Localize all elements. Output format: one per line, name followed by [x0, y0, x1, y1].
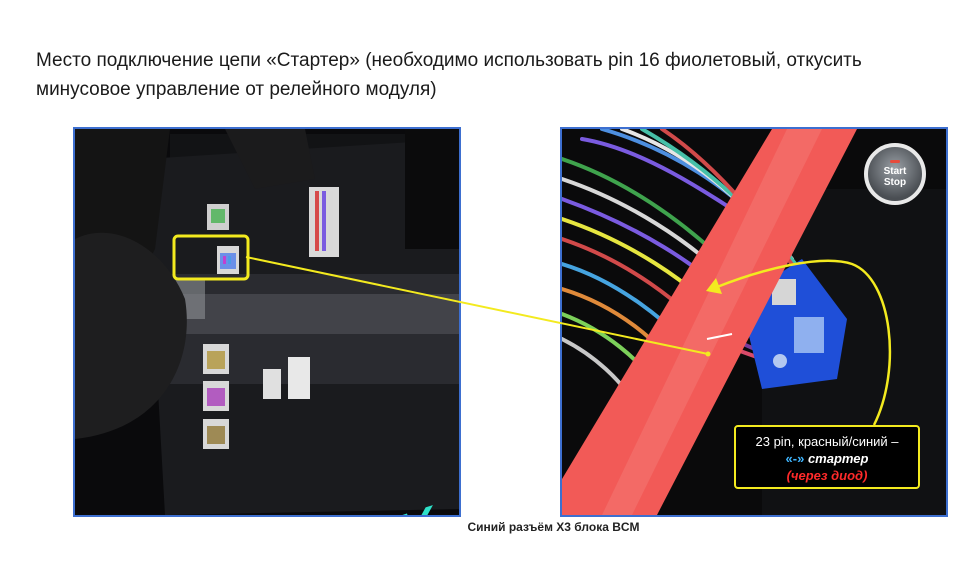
pin-callout: 23 pin, красный/синий – «-» стартер (чер… [734, 425, 920, 489]
callout-minus-quote: «-» [785, 451, 805, 466]
callout-starter-text: стартер [807, 451, 869, 466]
connector-x3 [217, 246, 239, 274]
callout-starter-line: «-» стартер [736, 450, 918, 467]
bcm-unit-photo: OK [73, 127, 461, 517]
callout-diode-text: (через диод) [786, 468, 868, 483]
photo-caption: Синий разъём Х3 блока BCM [467, 520, 640, 534]
start-stop-label-stop: Stop [883, 177, 907, 188]
callout-pin-text: 23 pin, красный/синий – [755, 434, 899, 449]
connector-closeup-photo: Start Stop 23 pin, красный/синий – «-» с… [560, 127, 948, 517]
start-stop-button: Start Stop [864, 143, 926, 205]
slide-title: Место подключение цепи «Стартер» (необхо… [36, 50, 862, 100]
start-stop-label-start: Start [883, 166, 907, 177]
bcm-unit-illustration [75, 129, 459, 515]
callout-leader-line [716, 259, 892, 426]
start-stop-indicator [890, 160, 900, 163]
